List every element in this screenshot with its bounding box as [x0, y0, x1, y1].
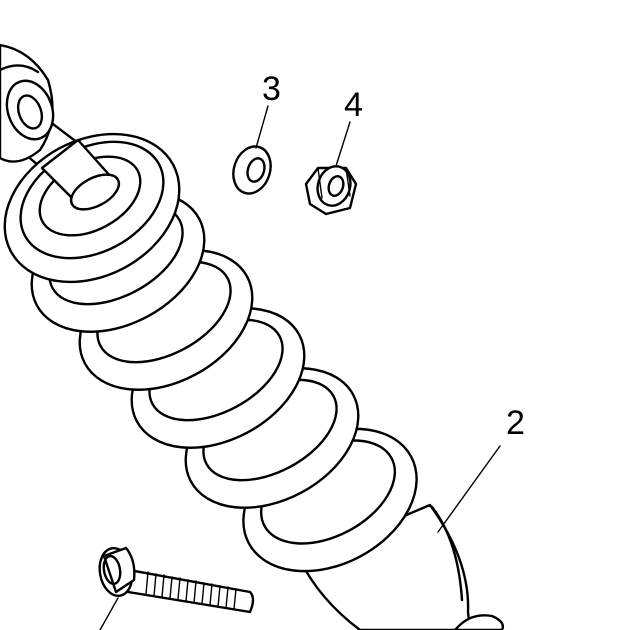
nut-leader-line: [335, 121, 351, 167]
callout-nut: 4: [344, 86, 363, 124]
callout-washer: 3: [262, 70, 281, 108]
damper-body: [298, 503, 505, 630]
shock-absorber-leader-line: [437, 445, 501, 533]
callout-shock-absorber: 2: [506, 404, 525, 442]
bolt-part: [98, 546, 255, 630]
washer-leader-line: [255, 105, 269, 149]
coil-spring: [3, 132, 418, 573]
washer-part: [232, 145, 272, 195]
nut-part: [304, 165, 358, 216]
